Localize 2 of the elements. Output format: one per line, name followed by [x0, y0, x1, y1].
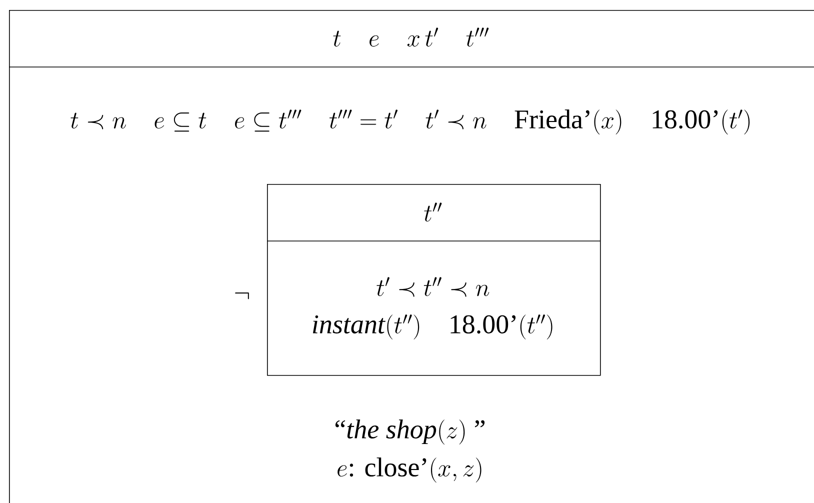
drs-box: $t''$ $t' \prec t'' \prec n$ $\mathit{instant}(t'') \quad \mbox{18.00'}(t'')$ [266, 184, 601, 376]
negation-sign: $\neg$ [235, 292, 249, 300]
